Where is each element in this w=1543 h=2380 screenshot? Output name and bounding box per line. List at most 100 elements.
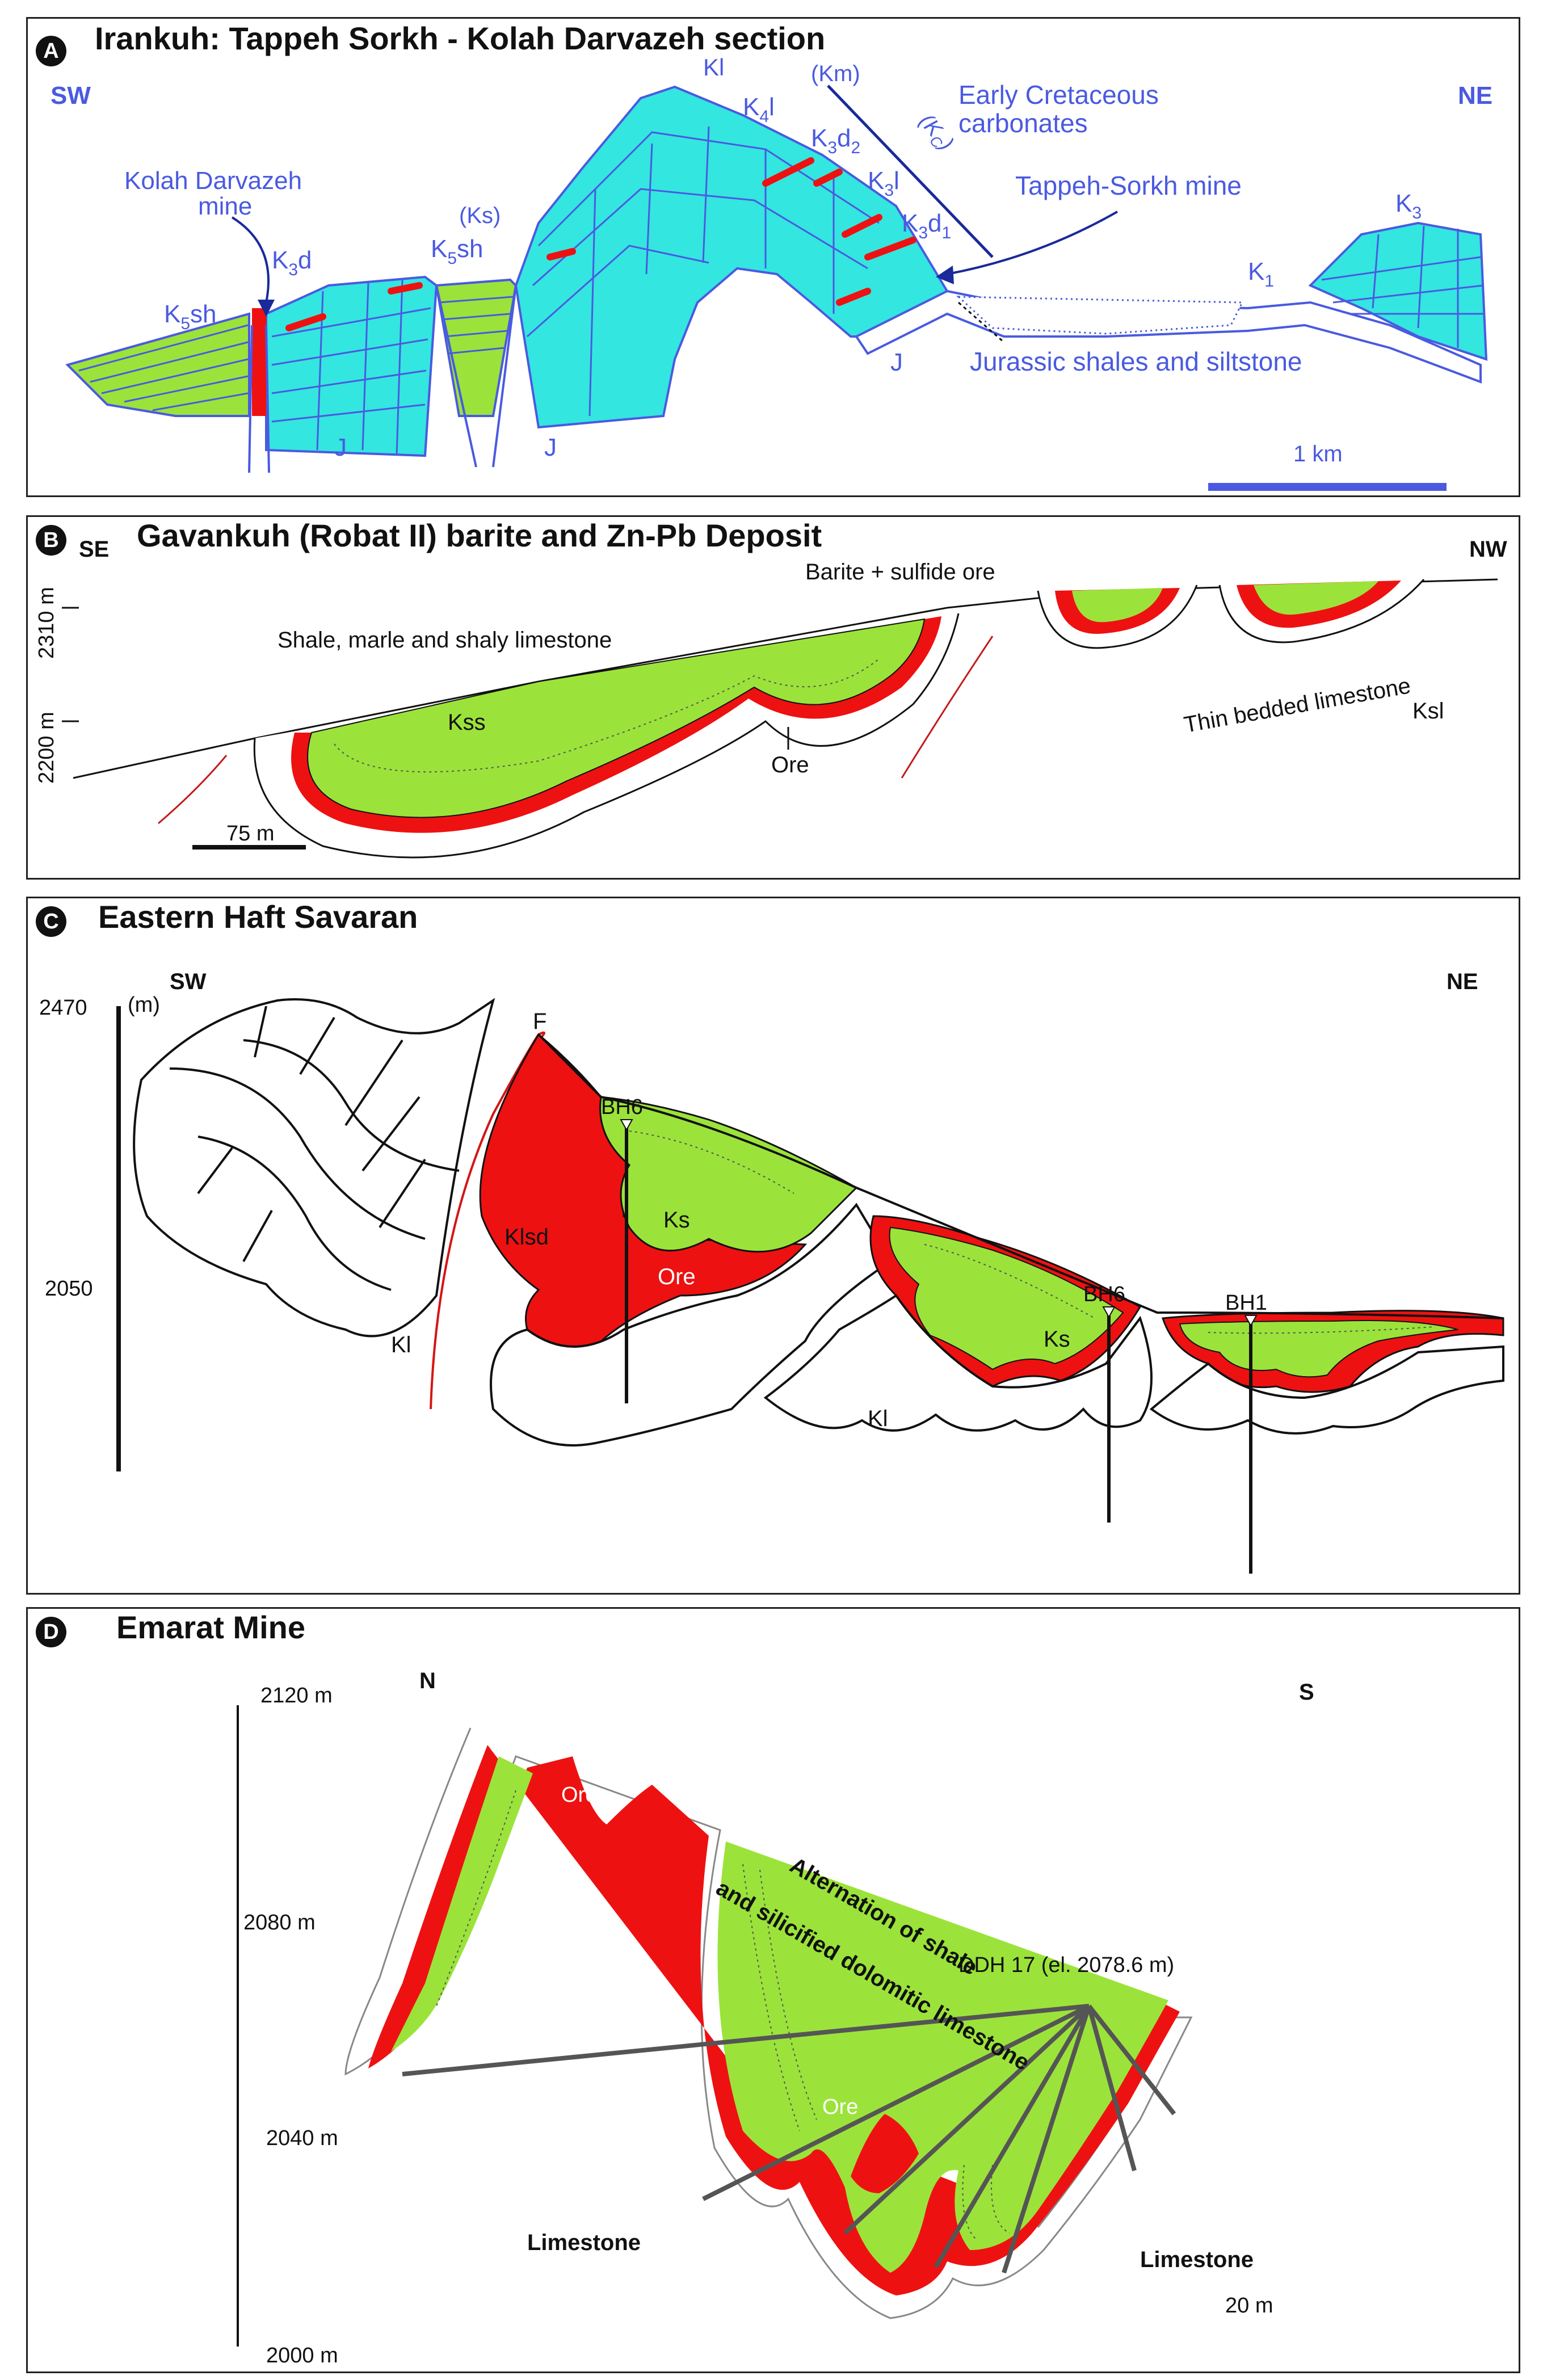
- ore-band-main: [291, 616, 941, 833]
- panel-a-badge: A: [36, 36, 66, 66]
- fault-mid-1: [435, 285, 477, 468]
- fault-mid-2: [492, 285, 517, 468]
- syncline-right-2-kss: [1254, 581, 1378, 615]
- k5sh-mid-bedding: [439, 296, 514, 355]
- label-s: S: [1299, 1680, 1314, 1705]
- ore-lens-a6: [842, 214, 882, 238]
- kl-left-bedding: [169, 1006, 460, 1291]
- label-kc-paren: (KC): [913, 110, 958, 157]
- label-k5sh-mid: K5sh: [431, 235, 483, 268]
- drill-hole-4: [934, 2004, 1091, 2269]
- label-elev-2050: 2050: [45, 1277, 93, 1301]
- label-nw: NW: [1469, 537, 1507, 562]
- label-ore-b: Ore: [771, 752, 809, 777]
- label-elev-2040: 2040 m: [266, 2126, 338, 2150]
- kl-block-left: [133, 998, 495, 1338]
- label-j-right: J: [890, 348, 903, 376]
- label-scale-b: 75 m: [226, 822, 274, 846]
- label-elev-2080: 2080 m: [243, 1911, 316, 1935]
- label-f: F: [533, 1009, 546, 1034]
- label-early-cret-1: Early Cretaceous: [958, 80, 1159, 110]
- kl-base-right-mid: [763, 1294, 1153, 1432]
- drill-hole-1: [402, 2004, 1090, 2076]
- label-kolah-mine-1: Kolah Darvazeh: [124, 167, 302, 195]
- label-bh6-a: BH6: [601, 1095, 643, 1119]
- panel-c-badge: C: [36, 906, 66, 937]
- fault-b-left: [158, 755, 228, 825]
- label-thin-bedded: Thin bedded limestone: [1182, 673, 1412, 738]
- label-ore-d-top: Ore: [561, 1783, 597, 1807]
- ore-lens-a4: [762, 157, 814, 187]
- panel-d-badge: D: [36, 1617, 66, 1647]
- drill-hole-7: [1087, 2004, 1176, 2116]
- label-barite: Barite + sulfide ore: [805, 560, 995, 585]
- green-dotted-lines: [436, 1790, 1010, 2239]
- arrow-kolah-mine: [231, 216, 270, 303]
- label-j-mid: J: [544, 434, 557, 461]
- k5sh-left-bedding: [78, 324, 249, 411]
- label-k4l: K4l: [743, 93, 775, 126]
- label-kl: Kl: [703, 54, 724, 81]
- topographic-profile-c: [537, 1033, 1504, 1319]
- label-bh1: BH1: [1225, 1291, 1267, 1315]
- panel-a-section: SW NE Kolah Darvazeh mine K3d K5sh (Ks) …: [51, 54, 1492, 491]
- label-elev-2120: 2120 m: [260, 1684, 333, 1708]
- label-limestone-b: Limestone: [1140, 2247, 1254, 2272]
- panel-b-badge: B: [36, 525, 66, 556]
- panel-a: A Irankuh: Tappeh Sorkh - Kolah Darvazeh…: [26, 17, 1520, 497]
- panel-c: C Eastern Haft Savaran: [26, 897, 1520, 1595]
- label-elev-2200: 2200 m: [35, 712, 58, 784]
- panel-d-section: N S 2120 m 2080 m 2040 m 2000 m Ore Ore …: [237, 1668, 1314, 2368]
- borehole-bh6-a-tip: [620, 1119, 633, 1132]
- label-j-left: J: [334, 434, 347, 461]
- panel-c-title: Eastern Haft Savaran: [98, 899, 418, 935]
- drill-hole-3: [843, 2004, 1091, 2235]
- label-kss: Kss: [448, 710, 486, 735]
- k3-bedding: [1321, 225, 1484, 348]
- k3d-bedding: [271, 279, 431, 456]
- panel-a-title: Irankuh: Tappeh Sorkh - Kolah Darvazeh s…: [95, 20, 826, 56]
- drill-holes: [402, 2004, 1176, 2274]
- anticline-carbonate: [514, 85, 949, 429]
- green-limb-left: [391, 1756, 533, 2051]
- label-kl-a: Kl: [391, 1332, 411, 1357]
- k3-carbonate-right: [1308, 221, 1488, 361]
- panel-c-section: SW NE 2470 (m) 2050 F BH6 BH6 BH1 Klsd K…: [39, 969, 1504, 1574]
- ore-lobe-mid: [851, 2114, 919, 2193]
- label-se: SE: [79, 537, 109, 562]
- k3d-carbonate-block: [265, 275, 438, 457]
- label-k3d2: K3d2: [811, 124, 860, 157]
- ore-red-body: [368, 1745, 1180, 2295]
- label-klsd: Klsd: [504, 1225, 549, 1250]
- alluvium: [956, 296, 1244, 335]
- borehole-bh6-b-tip: [1102, 1306, 1116, 1319]
- label-limestone-a: Limestone: [527, 2230, 641, 2255]
- label-unit-m: (m): [128, 993, 160, 1017]
- kss-body-main: [307, 618, 926, 818]
- label-k3l: K3l: [868, 167, 899, 200]
- arrow-kolah-head: [258, 300, 275, 317]
- ore-lens-a3: [546, 248, 576, 260]
- label-ddh: DDH 17 (el. 2078.6 m): [958, 1953, 1174, 1977]
- panel-d: D Emarat Mine N S 2120 m 2080 m 2040: [26, 1607, 1520, 2373]
- drill-hole-6: [1087, 2005, 1137, 2172]
- label-early-cret-2: carbonates: [958, 108, 1088, 138]
- borehole-bh1-tip: [1244, 1315, 1258, 1327]
- label-scale-d: 20 m: [1225, 2294, 1273, 2318]
- label-kl-b: Kl: [868, 1406, 888, 1431]
- label-ks-paren: (Ks): [459, 203, 501, 228]
- label-k3d1: K3d1: [902, 209, 951, 242]
- green-main-body: [717, 1841, 1168, 2273]
- elevation-ticks: [62, 607, 79, 722]
- mid-syncline-ks: [889, 1226, 1124, 1370]
- ore-lens-a8: [836, 288, 871, 306]
- kl-base-right: [1149, 1345, 1504, 1435]
- label-ne-c: NE: [1447, 969, 1478, 994]
- ore-lens-a1: [285, 313, 326, 331]
- label-sw-c: SW: [170, 969, 207, 994]
- ore-lens-a2: [388, 282, 423, 295]
- label-shale: Shale, marle and shaly limestone: [278, 628, 612, 653]
- panel-b-section: SE NW Barite + sulfide ore Shale, marle …: [35, 537, 1507, 859]
- arrow-tappeh-head: [936, 266, 954, 284]
- panel-d-title: Emarat Mine: [116, 1609, 305, 1645]
